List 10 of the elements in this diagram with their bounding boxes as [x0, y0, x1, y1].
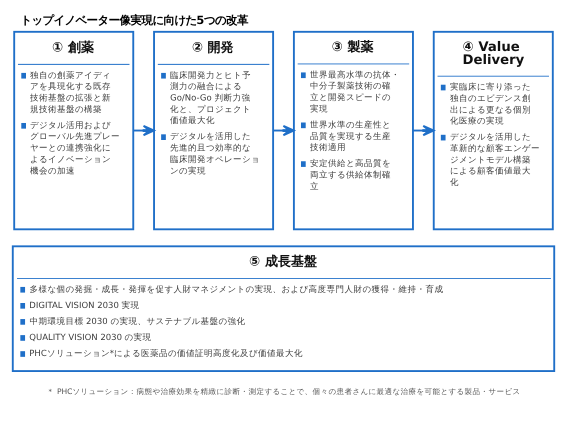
arrow	[412, 124, 435, 136]
arrow	[133, 124, 155, 136]
node-box: ④ Value Delivery 実臨床に寄り添った独自のエビデンス創出による更なる個別化医療の実現 デジタルを活用した革新的な顧客エンゲージメントモデル構築による顧客価値最大化	[432, 30, 554, 230]
node-box: ③ 製薬 世界最高水準の抗体・中分子製薬技術の確立と開発スピードの実現 世界水準の生産性と品質を実現する生産技術適用 安定供給と高品質を両立する供給体制確立	[292, 30, 414, 230]
node-box: ⑤ 成長基盤 多様な個の発掘・成長・発揮を促す人財マネジメントの実現、および高度専門人財の獲得・維持・育成 DIGITAL VISION 2030 実現 中期環境目標 2030 の実現、サステナブル基盤の強化 QUALITY VISION 2030 の実現 PHCソリューション*による医薬品の価値証明高度化及び価値最大化	[12, 245, 556, 372]
diagram-title: トップイノベーター像実現に向けた5つの改革	[20, 12, 248, 27]
node-box: ① 創薬 独自の創薬アイディアを具現化する既存技術基盤の拡張と新規技術基盤の構築 デジタル活用およびグローバル先進プレーヤーとの連携強化によるイノベーション機会の加速	[13, 30, 134, 230]
label: ＊ PHCソリューション：病態や治療効果を精緻に診断・測定することで、個々の患者さんに最適な治療を可能とする製品・サービス	[46, 387, 520, 396]
arrow	[273, 124, 295, 136]
node-box: ② 開発 臨床開発力とヒト予測力の融合によるGo/No-Go 判断力強化と、プロジェクト価値最大化 デジタルを活用した先進的且つ効率的な臨床開発オペレーションの実現	[153, 30, 274, 230]
